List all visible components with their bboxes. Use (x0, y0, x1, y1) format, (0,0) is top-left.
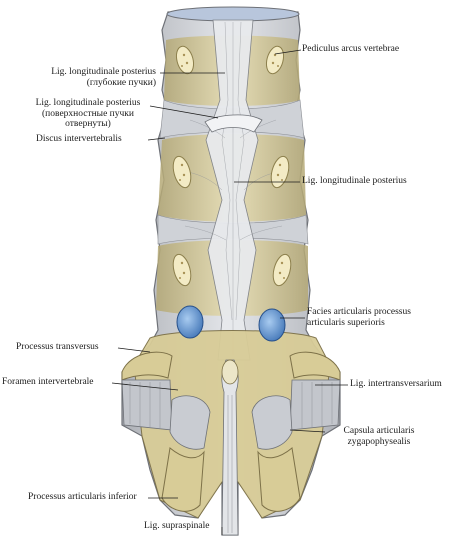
label-discus-intervertebralis: Discus intervertebralis (36, 134, 122, 144)
ligament-fibers (174, 21, 291, 355)
superficial-fibers-flap (204, 114, 263, 133)
leader-lines (111, 49, 348, 535)
label-capsula-articularis: Capsula articularis zygapophysealis (343, 426, 415, 447)
label-lig-longitudinale-posterius-right: Lig. longitudinale posterius (302, 176, 407, 186)
transverse-process-left (121, 351, 173, 381)
inferior-articular-process-left (161, 447, 205, 512)
label-facies-articularis-processus: Facies articularis processus articularis… (307, 307, 411, 328)
label-processus-articularis-inferior: Processus articularis inferior (28, 492, 137, 502)
transverse-process-right (289, 351, 341, 381)
pedicle-trabeculae (179, 53, 285, 279)
articular-facet-right (258, 308, 286, 342)
supraspinous-fibers (227, 395, 233, 533)
label-processus-transversus: Processus transversus (16, 342, 99, 352)
label-foramen-intervertebrale: Foramen intervertebrale (2, 377, 94, 387)
joint-capsule-right (251, 395, 293, 450)
spinous-process-knob (221, 359, 239, 385)
pedicle-sections (172, 45, 292, 287)
top-cut-surface (166, 6, 300, 22)
intertransverse-fibers (129, 382, 333, 428)
supraspinous-ligament (221, 359, 239, 536)
label-pediculus-arcus-vertebrae: Pediculus arcus vertebrae (302, 44, 400, 54)
vertebral-column (121, 6, 341, 536)
intertransverse-ligament-right (289, 379, 341, 431)
label-lig-supraspinale: Lig. supraspinale (144, 521, 210, 531)
label-lig-longitudinale-posterius-superficial: Lig. longitudinale posterius (поверхност… (35, 98, 141, 129)
joint-capsule-left (169, 395, 211, 450)
label-lig-intertransversarium: Lig. intertransversarium (350, 379, 442, 389)
intertransverse-ligament-left (121, 379, 173, 431)
articular-facet-left (176, 305, 204, 339)
label-lig-longitudinale-posterius-deep: Lig. longitudinale posterius (глубокие п… (51, 67, 156, 88)
inferior-articular-process-right (257, 447, 301, 512)
